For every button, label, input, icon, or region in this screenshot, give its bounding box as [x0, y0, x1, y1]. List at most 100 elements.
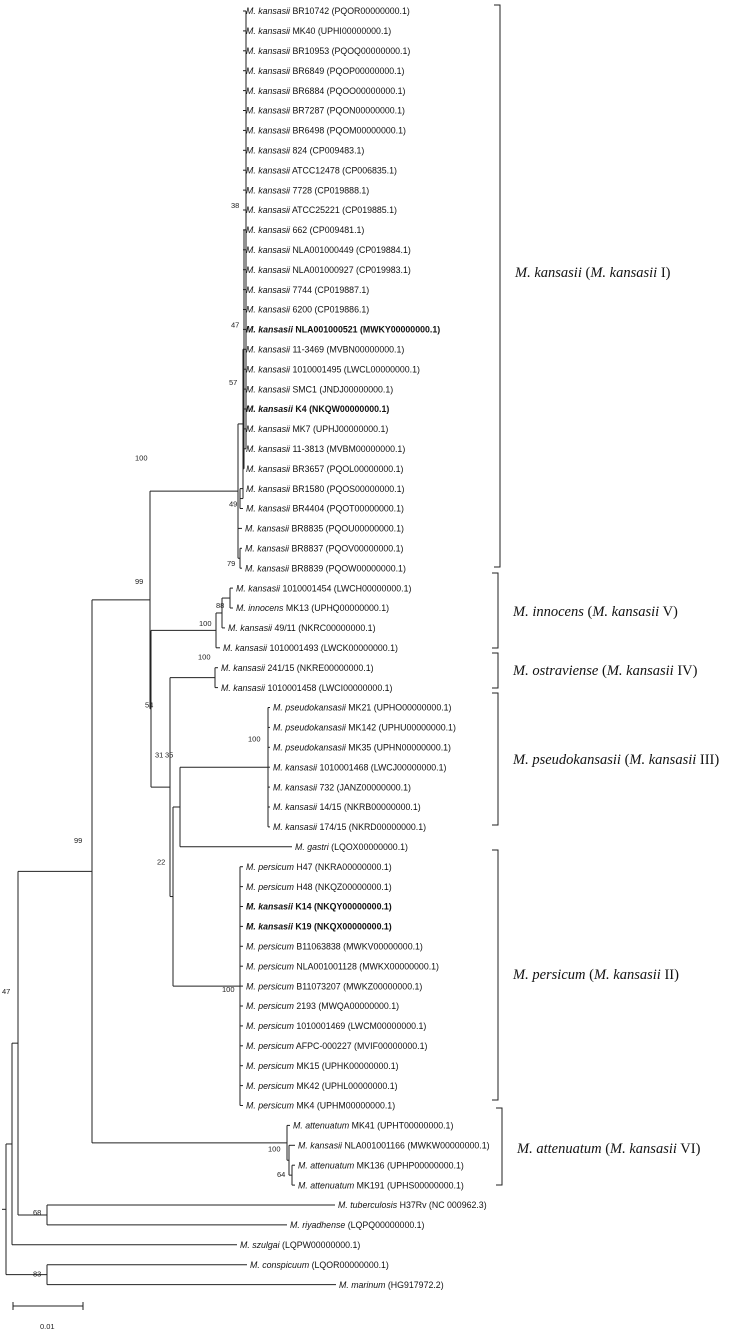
leaf-label: M. kansasii BR10742 (PQOR00000000.1) — [246, 6, 410, 16]
leaf-strain-accession: BR7287 (PQON00000000.1) — [290, 106, 405, 116]
leaf-species: M. pseudokansasii — [273, 743, 347, 753]
tree-branches — [2, 10, 336, 1286]
leaf-species: M. kansasii — [245, 524, 290, 534]
leaf-strain-accession: 824 (CP009483.1) — [290, 146, 364, 156]
leaf-strain-accession: MK136 (UPHP00000000.1) — [354, 1160, 464, 1170]
leaf-strain-accession: NLA001000927 (CP019983.1) — [290, 265, 411, 275]
clade-bracket-c3 — [492, 652, 499, 689]
leaf-label: M. persicum B11073207 (MWKZ00000000.1) — [246, 981, 422, 991]
clade-subtype-species: M. kansasii — [606, 663, 674, 679]
leaf-strain-accession: 1010001469 (LWCM00000000.1) — [294, 1021, 426, 1031]
bootstrap-value: 57 — [229, 378, 237, 387]
clade-subtype-numeral: II) — [661, 967, 679, 983]
bootstrap-value: 54 — [145, 701, 153, 710]
leaf-species: M. conspicuum — [250, 1260, 309, 1270]
leaf-label: M. marinum (HG917972.2) — [339, 1280, 444, 1290]
leaf-species: M. kansasii — [221, 683, 266, 693]
leaf-strain-accession: BR8839 (PQOW00000000.1) — [289, 563, 406, 573]
leaf-label: M. kansasii 11-3469 (MVBN00000000.1) — [246, 345, 404, 355]
bootstrap-value: 100 — [268, 1144, 281, 1153]
leaf-strain-accession: H37Rv (NC 000962.3) — [397, 1200, 487, 1210]
leaf-strain-accession: ATCC25221 (CP019885.1) — [290, 205, 397, 215]
clade-label-c5: M. persicum (M. kansasii II) — [512, 967, 679, 983]
leaf-species: M. kansasii — [246, 922, 293, 932]
clade-species: M. pseudokansasii — [512, 752, 621, 768]
clade-subtype-numeral: III) — [696, 752, 719, 768]
leaf-species: M. szulgai — [240, 1240, 281, 1250]
leaf-strain-accession: 732 (JANZ00000000.1) — [317, 782, 411, 792]
leaf-species: M. persicum — [246, 1061, 294, 1071]
leaf-label: M. riyadhense (LQPQ00000000.1) — [290, 1220, 425, 1230]
leaf-species: M. kansasii — [246, 305, 291, 315]
leaf-label: M. kansasii BR7287 (PQON00000000.1) — [246, 106, 405, 116]
leaf-label: M. pseudokansasii MK35 (UPHN00000000.1) — [273, 743, 451, 753]
leaf-strain-accession: BR10953 (PQOQ00000000.1) — [290, 46, 410, 56]
leaf-strain-accession: BR3657 (PQOL00000000.1) — [290, 464, 404, 474]
clade-subtype-species: M. kansasii — [589, 265, 657, 281]
leaf-species: M. persicum — [246, 862, 294, 872]
leaf-label: M. innocens MK13 (UPHQ00000000.1) — [236, 603, 389, 613]
bootstrap-value: 49 — [229, 500, 237, 509]
bootstrap-value: 22 — [157, 858, 165, 867]
leaf-label: M. attenuatum MK41 (UPHT00000000.1) — [293, 1121, 453, 1131]
leaf-species: M. kansasii — [273, 782, 318, 792]
clade-subtype-species: M. kansasii — [609, 1141, 677, 1157]
clade-bracket-c2 — [492, 572, 499, 649]
clade-species: M. innocens — [512, 604, 584, 620]
clade-paren: ( — [584, 604, 593, 620]
leaf-species: M. kansasii — [246, 285, 291, 295]
leaf-strain-accession: MK21 (UPHO00000000.1) — [346, 703, 452, 713]
leaf-label: M. persicum MK15 (UPHK00000000.1) — [246, 1061, 399, 1071]
bootstrap-value: 99 — [135, 577, 143, 586]
leaf-label: M. kansasii BR1580 (PQOS00000000.1) — [246, 484, 405, 494]
leaf-label: M. kansasii BR10953 (PQOQ00000000.1) — [246, 46, 410, 56]
clade-bracket-c4 — [492, 692, 499, 826]
leaf-species: M. kansasii — [246, 225, 291, 235]
leaf-label: M. kansasii K19 (NKQX00000000.1) — [246, 922, 392, 932]
clade-bracket-c5 — [492, 849, 499, 1101]
bootstrap-value: 64 — [277, 1170, 285, 1179]
leaf-strain-accession: BR6849 (PQOP00000000.1) — [290, 66, 405, 76]
clade-label-c4: M. pseudokansasii (M. kansasii III) — [512, 752, 719, 768]
leaf-species: M. persicum — [246, 961, 294, 971]
scale-bar-label: 0.01 — [40, 1322, 55, 1331]
bootstrap-value: 68 — [33, 1208, 41, 1217]
leaf-label: M. persicum H48 (NKQZ00000000.1) — [246, 882, 392, 892]
leaf-species: M. marinum — [339, 1280, 385, 1290]
leaf-species: M. kansasii — [246, 902, 293, 912]
leaf-strain-accession: H47 (NKRA00000000.1) — [294, 862, 392, 872]
leaf-strain-accession: MK41 (UPHT00000000.1) — [349, 1121, 453, 1131]
leaf-species: M. innocens — [236, 603, 284, 613]
leaf-species: M. kansasii — [273, 822, 318, 832]
bootstrap-value: 88 — [216, 601, 224, 610]
leaf-label: M. kansasii 7728 (CP019888.1) — [246, 185, 369, 195]
leaf-label: M. kansasii NLA001000449 (CP019884.1) — [246, 245, 411, 255]
leaf-label: M. kansasii SMC1 (JNDJ00000000.1) — [246, 384, 393, 394]
leaf-strain-accession: 1010001454 (LWCH00000000.1) — [280, 583, 411, 593]
leaf-strain-accession: NLA001001166 (MWKW00000000.1) — [342, 1141, 490, 1151]
leaf-species: M. kansasii — [246, 205, 291, 215]
leaf-species: M. kansasii — [228, 623, 273, 633]
leaf-strain-accession: SMC1 (JNDJ00000000.1) — [290, 384, 393, 394]
leaf-species: M. kansasii — [223, 643, 268, 653]
leaf-strain-accession: BR6884 (PQOO00000000.1) — [290, 86, 405, 96]
leaf-label: M. persicum NLA001001128 (MWKX00000000.1… — [246, 961, 439, 971]
leaf-label: M. szulgai (LQPW00000000.1) — [240, 1240, 360, 1250]
leaf-strain-accession: BR6498 (PQOM00000000.1) — [290, 126, 406, 136]
leaf-species: M. attenuatum — [298, 1160, 354, 1170]
leaf-strain-accession: BR1580 (PQOS00000000.1) — [290, 484, 405, 494]
leaf-strain-accession: MK15 (UPHK00000000.1) — [294, 1061, 399, 1071]
leaf-label: M. kansasii MK7 (UPHJ00000000.1) — [246, 424, 388, 434]
clade-paren: ( — [602, 1141, 611, 1157]
leaf-species: M. persicum — [246, 1041, 294, 1051]
leaf-label: M. kansasii BR8837 (PQOV00000000.1) — [245, 544, 404, 554]
leaf-species: M. gastri — [295, 842, 330, 852]
clade-bracket-c6 — [496, 1107, 503, 1186]
leaf-strain-accession: 174/15 (NKRD00000000.1) — [317, 822, 426, 832]
leaf-species: M. kansasii — [246, 384, 291, 394]
leaf-label: M. kansasii 1010001495 (LWCL00000000.1) — [246, 364, 420, 374]
leaf-strain-accession: MK142 (UPHU00000000.1) — [346, 723, 456, 733]
leaf-strain-accession: 662 (CP009481.1) — [290, 225, 364, 235]
clade-species: M. ostraviense — [512, 663, 599, 679]
